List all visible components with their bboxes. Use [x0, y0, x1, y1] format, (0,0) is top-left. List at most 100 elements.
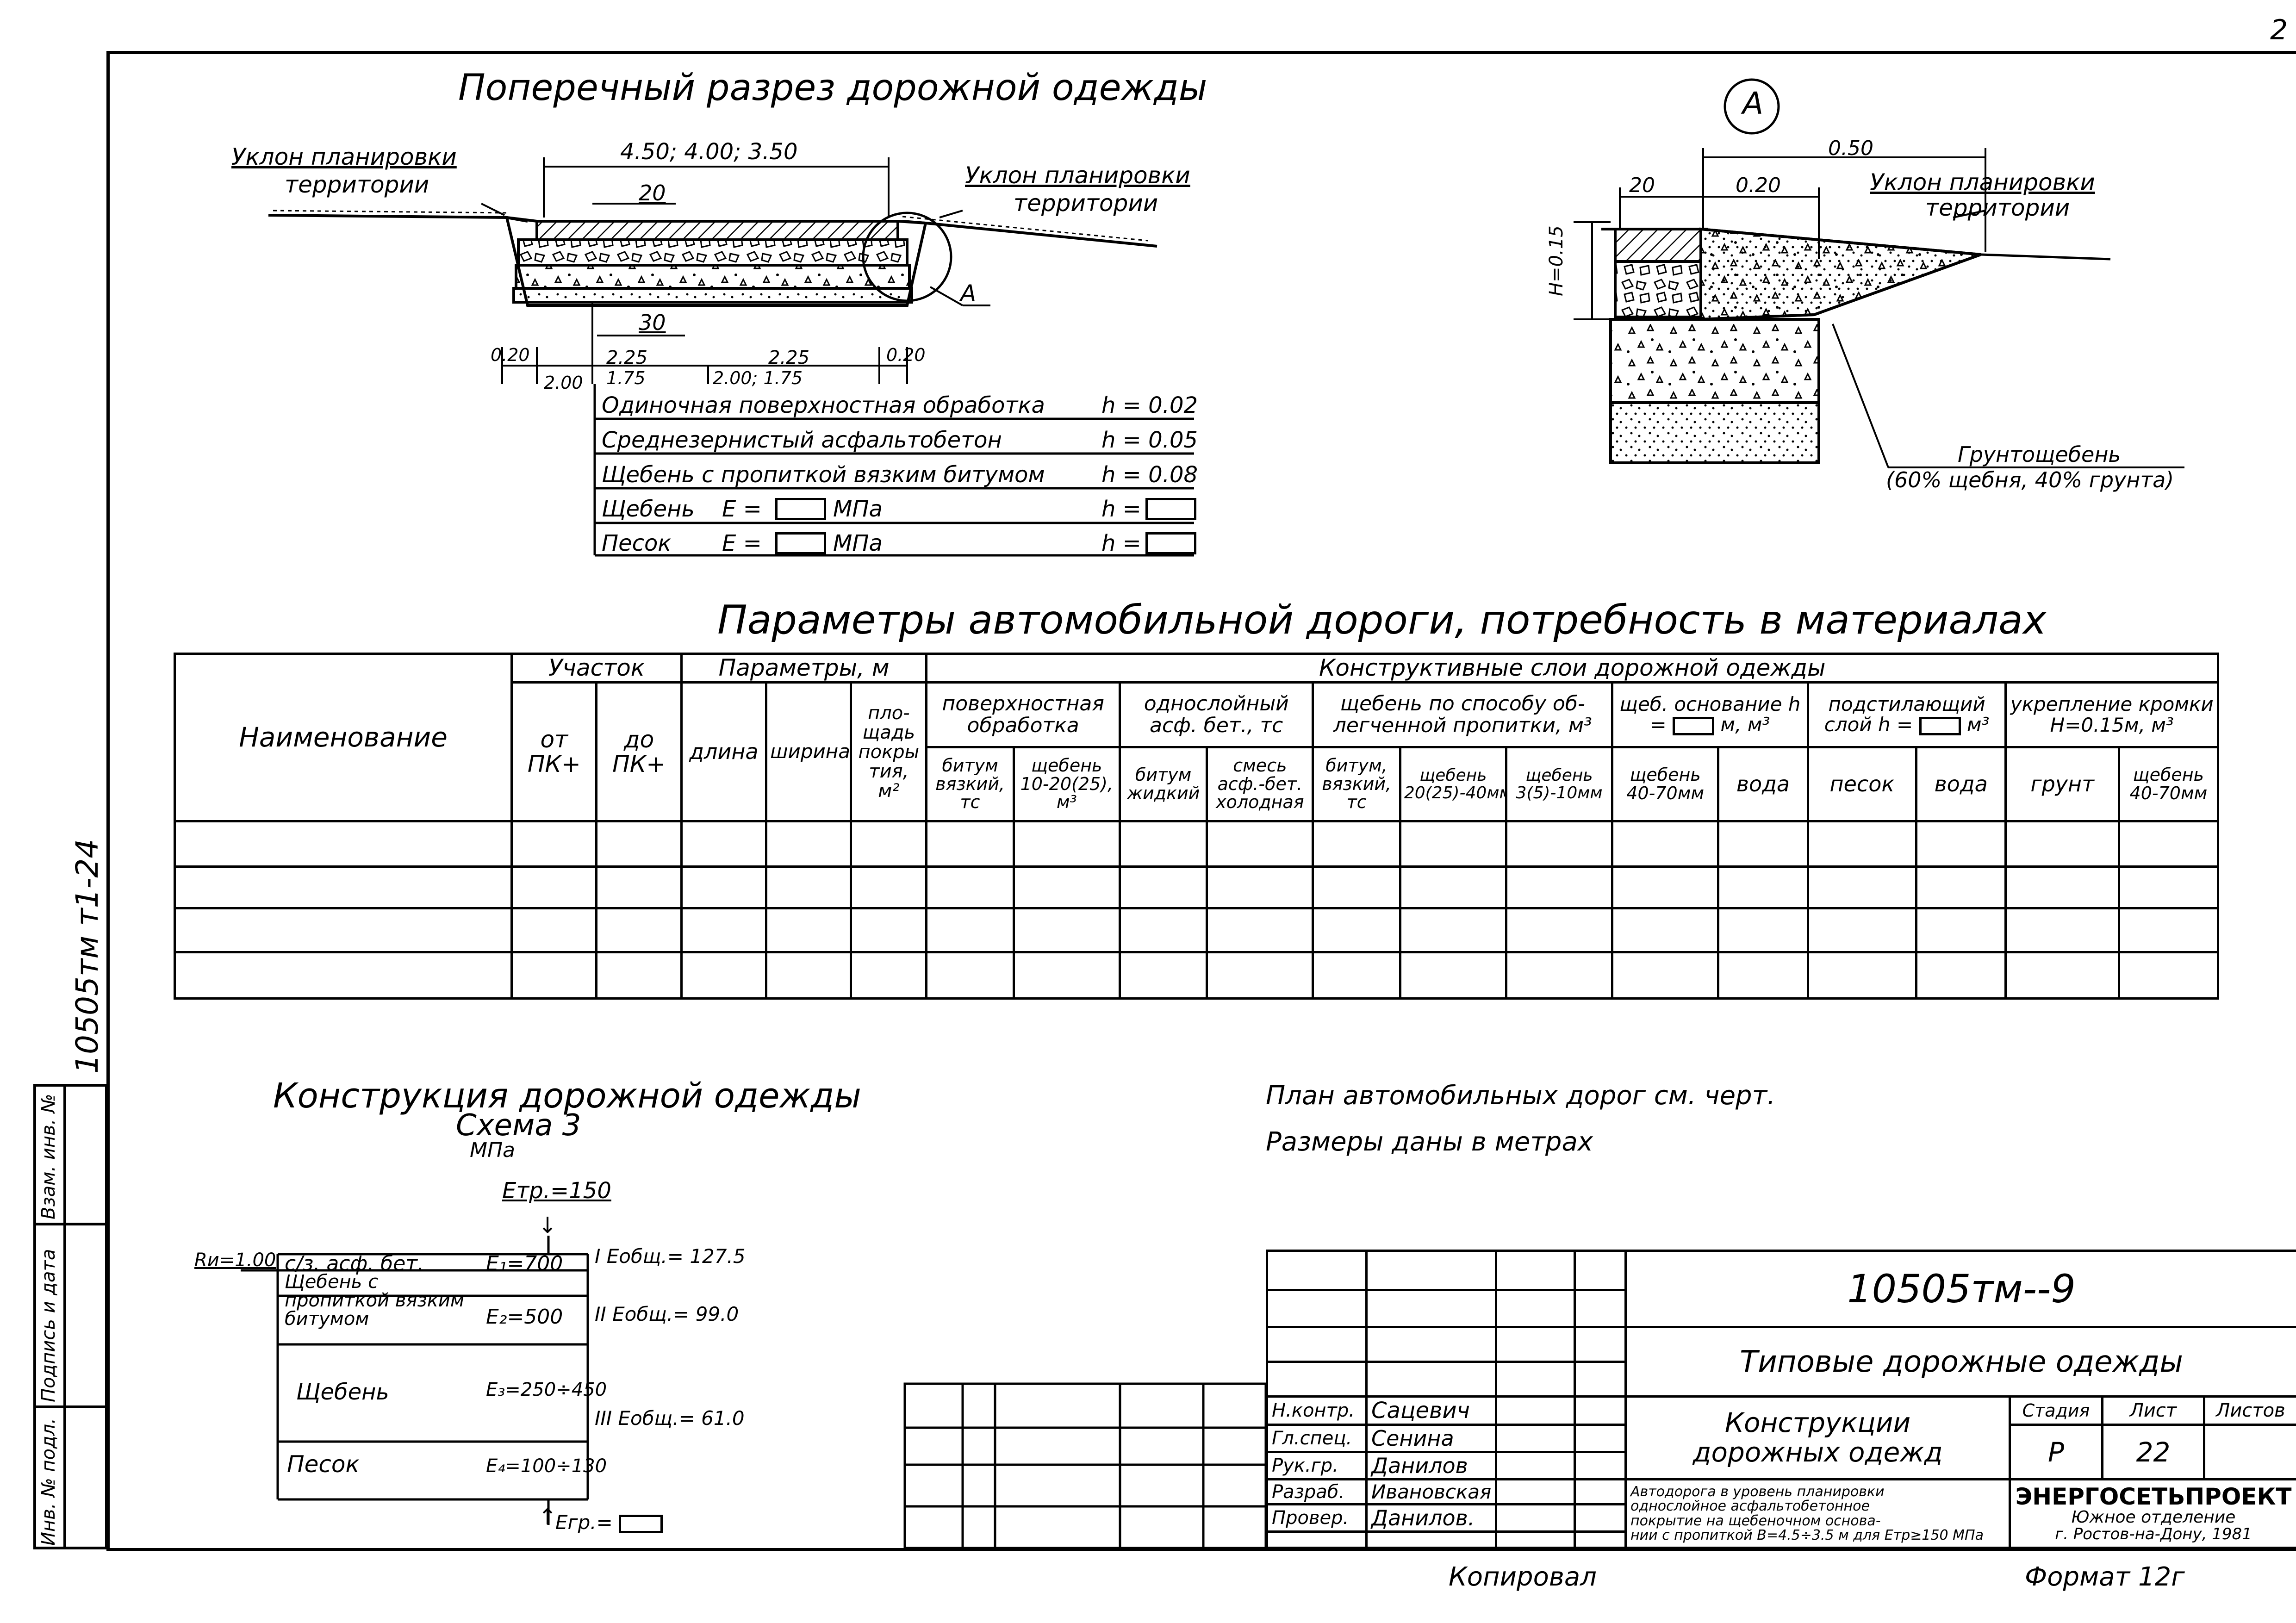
dim-020-left: 0.20 [491, 345, 530, 365]
detail-height: H=0.15 [1546, 225, 1567, 296]
th-section: Участок [510, 653, 683, 684]
th-g5: подстилающий слой h = м³ [1806, 681, 2007, 748]
organization: ЭНЕРГОСЕТЬПРОЕКТ Южное отделение г. Рост… [2008, 1478, 2296, 1549]
construction-scheme: Схема 3 [456, 1108, 581, 1143]
side-strip [33, 1084, 108, 1549]
th-g3: щебень по способу об-легченной пропитки,… [1312, 681, 1614, 748]
th-c10: песок [1806, 746, 1917, 822]
staff-role-5: Провер. [1266, 1503, 1368, 1533]
constr-row-2-e: E₂=500 [486, 1305, 563, 1329]
section-dimensions [481, 157, 963, 384]
title-block: 10505тм--9 Типовые дорожные одежды Н.кон… [1266, 1250, 2296, 1549]
sheet-label: Лист [2101, 1395, 2205, 1426]
slope-left-line2: территории [285, 171, 429, 198]
staff-role-4: Разраб. [1266, 1478, 1368, 1505]
section-callout: А [960, 280, 977, 307]
detail-dim-mid: 0.20 [1736, 174, 1781, 197]
dim-225-b: 2.25 [768, 347, 810, 368]
table-row [173, 951, 2220, 1000]
staff-name-4: Ивановская [1365, 1478, 1497, 1505]
th-layers: Конструктивные слои дорожной одежды [925, 653, 2219, 684]
staff-name-1: Сацевич [1365, 1395, 1497, 1426]
th-name: Наименование [173, 653, 513, 822]
org-branch-2: г. Ростов-на-Дону, 1981 [2055, 1524, 2252, 1543]
layer-row-5: Песок E = МПа h = [602, 530, 1196, 556]
detail-a-dimensions [1574, 148, 2184, 468]
detail-slope-line2: территории [1925, 194, 2070, 221]
dim-020-right: 0.20 [886, 345, 926, 365]
side-label-sign: Подпись и дата [38, 1249, 59, 1402]
constr-row-1-eobsh: I Eобщ.= 127.5 [595, 1245, 746, 1268]
th-c11: вода [1915, 746, 2007, 822]
sheet-value: 22 [2101, 1424, 2205, 1480]
construction-lines [241, 1236, 589, 1525]
constr-row-1-name: с/з. асф. бет. [285, 1252, 424, 1275]
dim-200: 2.00 [544, 373, 583, 393]
arrow-up-icon: ↑ [538, 1504, 557, 1530]
stage-label: Стадия [2009, 1395, 2103, 1426]
th-c12: грунт [2004, 746, 2120, 822]
th-c5: битум,вязкий,тс [1312, 746, 1401, 822]
construction-unit: МПа [470, 1138, 516, 1162]
constr-row-4-name: Песок [287, 1451, 360, 1478]
side-code: 10505тм т1-24 [69, 839, 105, 1074]
constr-row-1-e: E₁=700 [486, 1252, 563, 1275]
th-g4: щеб. основание h = м, м³ [1611, 681, 1809, 748]
staff-role-3: Рук.гр. [1266, 1451, 1368, 1480]
sheets-label: Листов [2203, 1395, 2296, 1426]
slope-top: 20 [639, 180, 666, 205]
constr-row-2-eobsh: II Eобщ.= 99.0 [595, 1303, 739, 1325]
detail-soil-line1: Грунтощебень [1958, 442, 2121, 467]
stage-value: Р [2009, 1424, 2103, 1480]
org-branch-1: Южное отделение [2071, 1508, 2236, 1527]
detail-dim-total: 0.50 [1828, 137, 1873, 160]
series-title: Типовые дорожные одежды [1624, 1326, 2296, 1398]
slope-bottom: 30 [639, 310, 666, 335]
slope-right-line2: территории [1014, 190, 1158, 217]
th-width: ширина [765, 681, 852, 822]
note-dimensions: Размеры даны в метрах [1266, 1127, 1593, 1157]
section-road-layers [505, 211, 990, 307]
footer-format: Формат 12г [2025, 1562, 2185, 1592]
section-title: Поперечный разрез дорожной одежды [458, 67, 1207, 109]
arrow-down-icon: ↓ [538, 1213, 557, 1238]
staff-grid [903, 1382, 1267, 1549]
constr-row-2-name: Щебень с пропиткой вязким битумом [285, 1271, 465, 1330]
constr-row-4-e: E₄=100÷130 [486, 1455, 607, 1477]
detail-label: А [1742, 86, 1764, 121]
note-plan: План автомобильных дорог см. черт. [1266, 1081, 1775, 1111]
construction-title: Конструкция дорожной одежды [273, 1076, 861, 1116]
section-legend-lines [593, 384, 1194, 557]
constr-row-3-eobsh: III Eобщ.= 61.0 [595, 1407, 745, 1430]
staff-name-2: Сенина [1365, 1424, 1497, 1453]
detail-a-drawing [1601, 78, 2111, 464]
etr-top: Eтр.=150 [502, 1178, 611, 1204]
table-row [173, 820, 2220, 868]
slope-left-line1: Уклон планировки [231, 143, 457, 170]
constr-row-3-name: Щебень [296, 1379, 389, 1405]
width-dims: 4.50; 4.00; 3.50 [620, 139, 798, 165]
layer-row-4: Щебень E = МПа h = [602, 496, 1196, 522]
dim-200-175: 2.00; 1.75 [713, 368, 803, 388]
detail-dim-left: 20 [1629, 174, 1655, 197]
materials-table: Наименование Участок Параметры, м Констр… [173, 653, 2220, 1000]
staff-role-1: Н.контр. [1266, 1395, 1368, 1426]
th-g6: укрепление кромки H=0.15м, м³ [2004, 681, 2219, 748]
staff-name-3: Данилов [1365, 1451, 1497, 1480]
dim-175: 1.75 [606, 368, 646, 388]
ru-value: Rи=1.00 [194, 1250, 276, 1271]
